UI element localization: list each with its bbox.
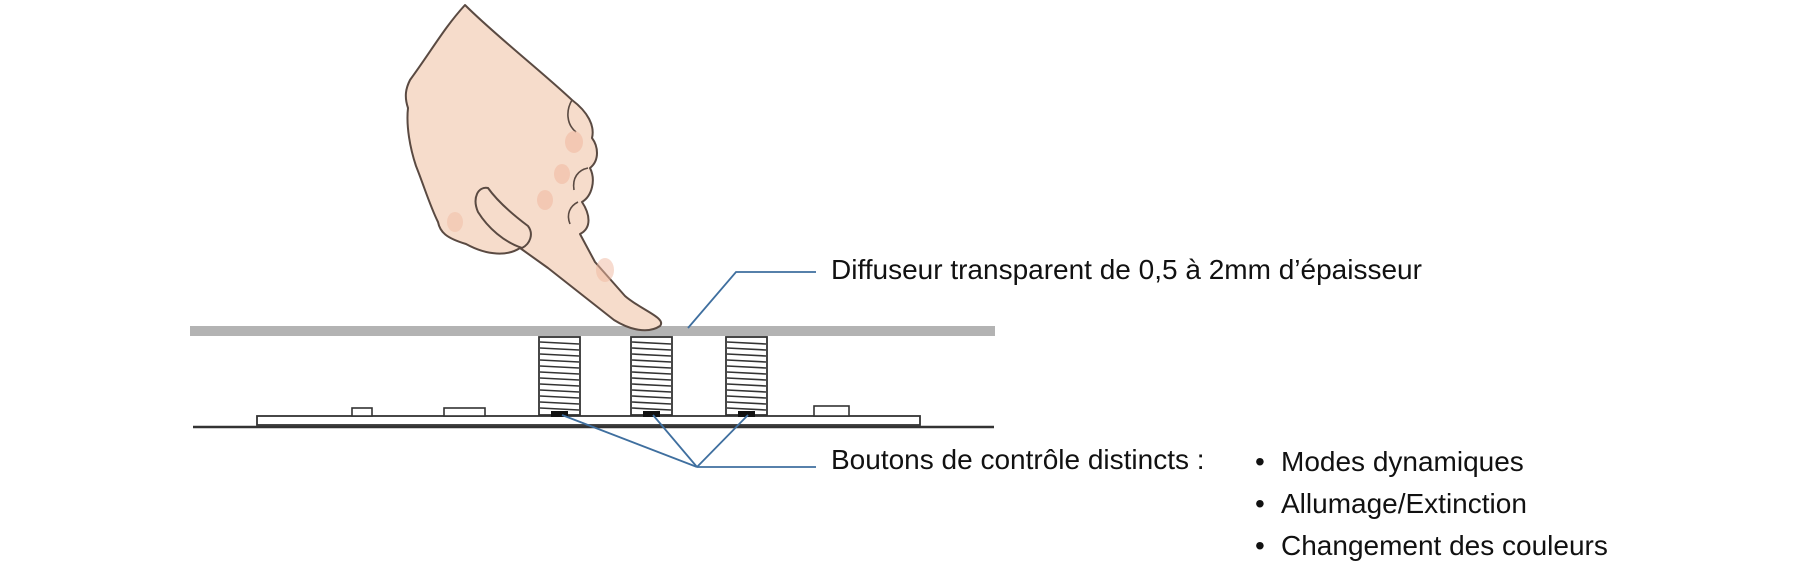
transparent-diffuser <box>190 326 995 336</box>
circuit-board <box>256 415 921 426</box>
board-component <box>813 405 850 417</box>
board-component <box>443 407 486 417</box>
feature-item-dynamic-modes: Modes dynamiques <box>1255 441 1608 483</box>
board-component <box>351 407 373 417</box>
feature-item-power-toggle: Allumage/Extinction <box>1255 483 1608 525</box>
diffuser-label: Diffuseur transparent de 0,5 à 2mm d’épa… <box>831 254 1422 285</box>
feature-list: Modes dynamiques Allumage/Extinction Cha… <box>1255 441 1608 567</box>
spring-button-icon <box>630 336 673 417</box>
control-buttons-label: Boutons de contrôle distincts : <box>831 444 1205 475</box>
spring-button-icon <box>538 336 581 417</box>
spring-button-icon <box>725 336 768 417</box>
pointing-hand-icon <box>404 4 663 332</box>
diffuser-leader-line <box>687 271 816 329</box>
feature-item-color-change: Changement des couleurs <box>1255 525 1608 567</box>
buttons-leader-lines <box>561 414 816 468</box>
